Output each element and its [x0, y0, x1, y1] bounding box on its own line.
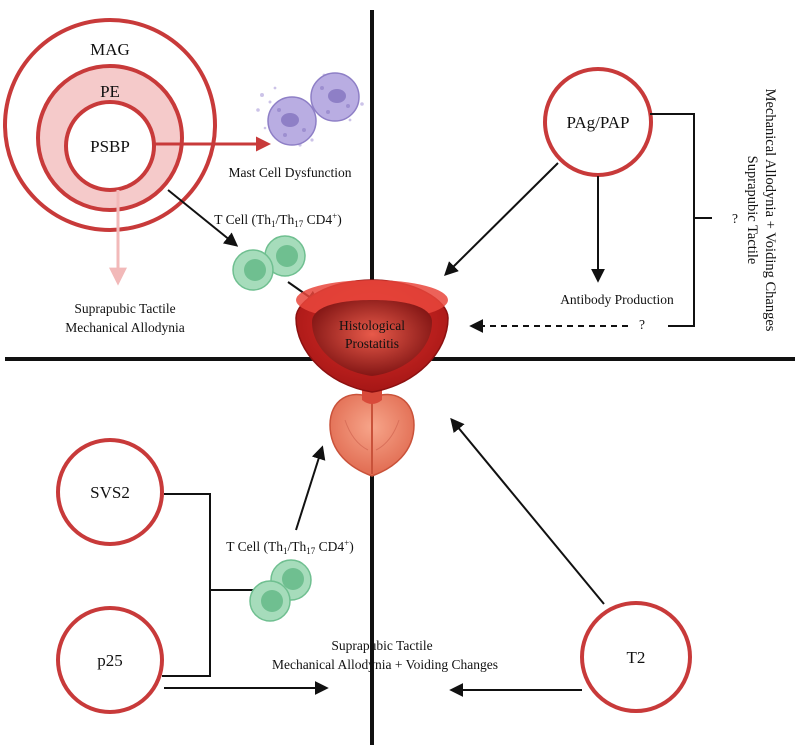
tcell-icon-bottom	[249, 559, 312, 622]
allodynia-voiding-vertical-line1: Suprapubic Tactile	[744, 156, 760, 265]
psbp-label: PSBP	[90, 137, 130, 156]
mast-cell-dysfunction-label: Mast Cell Dysfunction	[229, 165, 352, 180]
svs2-label: SVS2	[90, 483, 130, 502]
allodynia-tl-line2: Mechanical Allodynia	[65, 320, 185, 335]
pe-label: PE	[100, 82, 120, 101]
question-mark-lower: ?	[639, 317, 645, 332]
svs2-circle	[56, 438, 164, 546]
svs2-p25-bracket	[162, 493, 211, 677]
p25-label: p25	[97, 651, 123, 670]
mag-circle-group: MAG PE PSBP	[3, 18, 217, 232]
allodynia-voiding-vertical-line2: Mechanical Allodynia + Voiding Changes	[762, 89, 778, 332]
mast-cell-icon	[256, 72, 364, 147]
t2-circle	[580, 601, 692, 713]
question-mark-right: ?	[732, 211, 738, 226]
mag-to-tcell-arrow	[167, 189, 239, 247]
tcell-label-bottom: T Cell (Th1/Th17 CD4+)	[226, 538, 353, 556]
allodynia-bottom-line2: Mechanical Allodynia + Voiding Changes	[272, 657, 498, 672]
tcell-label-top: T Cell (Th1/Th17 CD4+)	[214, 211, 341, 229]
antibody-production-label: Antibody Production	[560, 292, 674, 307]
pag-pap-label: PAg/PAP	[566, 113, 629, 132]
pap-bracket	[650, 113, 695, 327]
tcell-icon-top	[232, 235, 306, 291]
histological-label-line2: Prostatitis	[345, 336, 399, 351]
t2-label: T2	[627, 648, 646, 667]
tcell-bottom-to-prostate-arrow	[295, 445, 326, 531]
pag-pap-circle	[543, 67, 653, 177]
histological-label-line1: Histological	[339, 318, 405, 333]
allodynia-tl-line1: Suprapubic Tactile	[74, 301, 175, 316]
t2-to-prostate-arrow	[450, 417, 605, 605]
mag-label: MAG	[90, 40, 130, 59]
prostate-illustration	[295, 279, 449, 477]
p25-circle	[56, 606, 164, 714]
psbp-circle	[64, 100, 156, 192]
allodynia-bottom-line1: Suprapubic Tactile	[331, 638, 432, 653]
pap-to-prostate-arrow	[444, 162, 559, 276]
